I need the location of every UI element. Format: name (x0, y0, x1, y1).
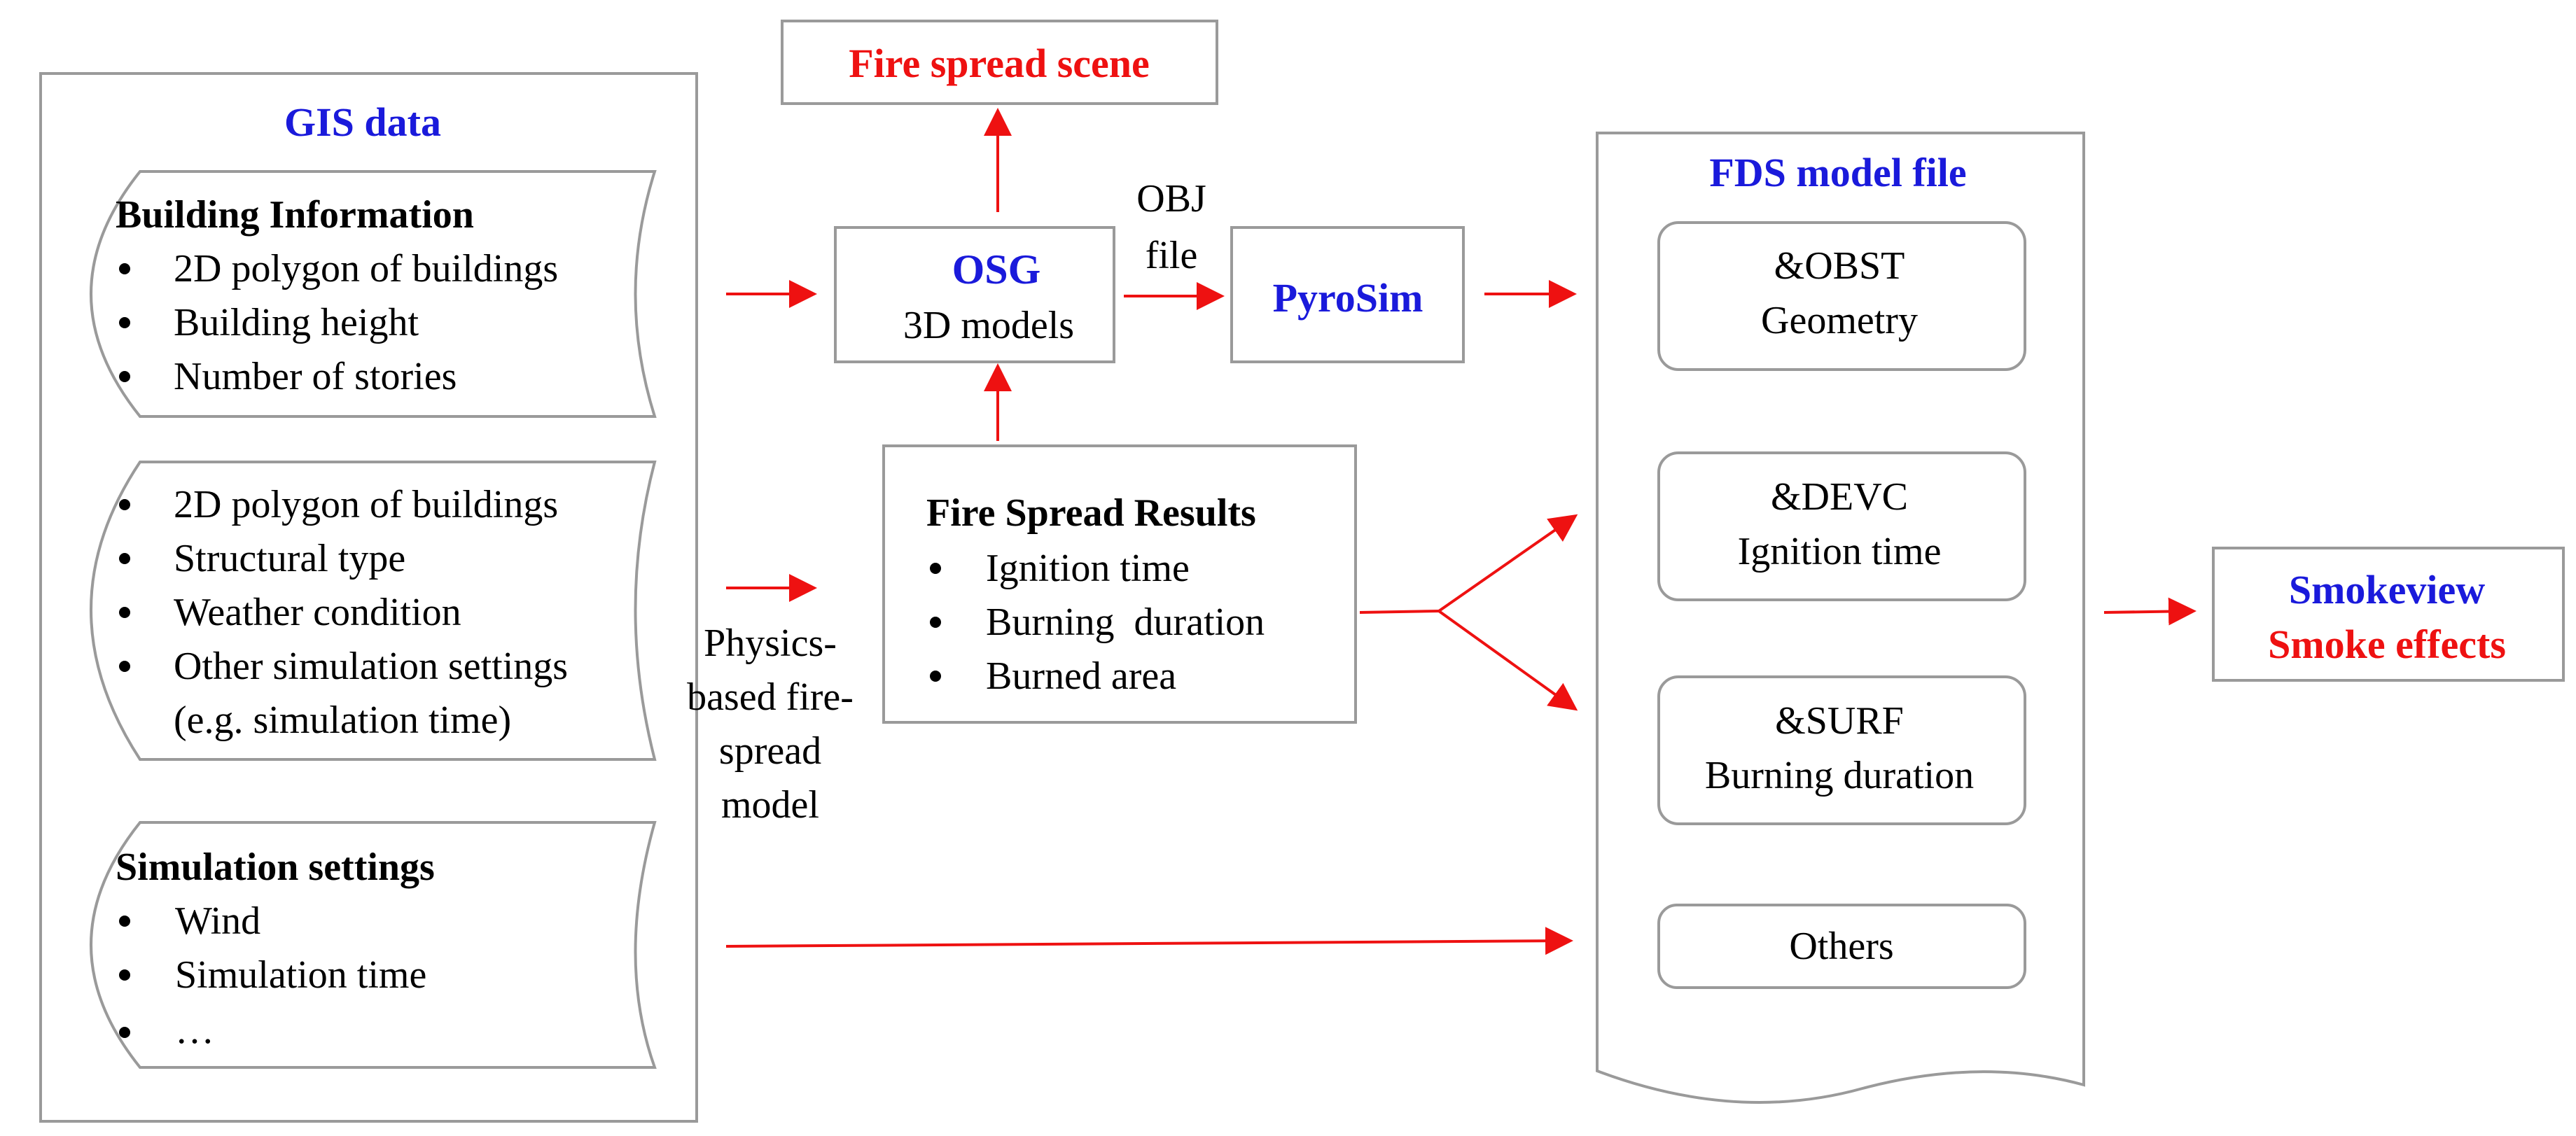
bullet (119, 317, 130, 328)
bullet (119, 916, 130, 927)
results-heading: Fire Spread Results (926, 491, 1256, 535)
weather-settings-shape (90, 461, 657, 761)
arrow-results-to-surf (1437, 610, 1578, 711)
building-info-list: 2D polygon of buildings Building height … (119, 247, 558, 398)
bullet (119, 661, 130, 672)
fds-surf-box: &SURF Burning duration (1657, 675, 2026, 825)
fds-surf-border (1657, 675, 2026, 825)
bullet (930, 563, 941, 574)
bullet (930, 671, 941, 682)
bullet (119, 607, 130, 618)
bullet (119, 553, 130, 564)
bullet (119, 1027, 130, 1038)
fire-spread-results-box: Fire Spread Results Ignition time Burnin… (882, 444, 1357, 724)
pyrosim-label: PyroSim (1273, 275, 1423, 321)
weather-settings-item: Weather condition (174, 591, 461, 634)
fds-obst-box: &OBST Geometry (1657, 221, 2026, 371)
results-border (882, 444, 1357, 724)
fds-obst-keyword: &OBST (1774, 244, 1905, 288)
fire-spread-scene-border (781, 20, 1218, 105)
building-info-item: Building height (174, 301, 419, 344)
fire-spread-scene-box: Fire spread scene (781, 20, 1218, 105)
physics-label-line: based fire- (687, 675, 854, 719)
arrow-settings-to-fds (725, 927, 1573, 955)
weather-settings-continuation: (e.g. simulation time) (174, 699, 511, 742)
results-item: Ignition time (986, 547, 1190, 590)
fds-devc-box: &DEVC Ignition time (1657, 451, 2026, 601)
physics-label-line: Physics- (704, 622, 837, 665)
simulation-settings-item: … (175, 1009, 214, 1052)
fds-others-border (1657, 904, 2026, 989)
results-item: Burned area (986, 654, 1176, 698)
fds-surf-keyword: &SURF (1775, 699, 1904, 743)
weather-settings-item: 2D polygon of buildings (174, 483, 558, 526)
smokeview-border (2212, 547, 2565, 682)
smokeview-box: Smokeview Smoke effects (2212, 547, 2565, 682)
osg-border (834, 226, 1115, 363)
simulation-settings-heading: Simulation settings (116, 846, 435, 889)
physics-model-label: Physics- based fire- spread model (687, 622, 854, 827)
fds-devc-description: Ignition time (1738, 530, 1942, 573)
bullet (119, 499, 130, 510)
results-item: Burning duration (986, 601, 1265, 644)
fire-spread-scene-label: Fire spread scene (849, 41, 1150, 86)
smokeview-subtitle: Smoke effects (2268, 622, 2506, 667)
arrow-results-fork-stem (1359, 610, 1440, 614)
weather-settings-item: Structural type (174, 537, 405, 580)
fds-others-label: Others (1789, 925, 1893, 968)
bullet (119, 969, 130, 981)
gis-panel-title: GIS data (284, 99, 441, 145)
simulation-settings-item: Simulation time (175, 953, 426, 997)
fds-obst-border (1657, 221, 2026, 371)
weather-settings-item: Other simulation settings (174, 645, 568, 688)
fds-model-file: FDS model file &OBST Geometry &DEVC Igni… (1596, 132, 2085, 1104)
simulation-settings-item: Wind (175, 899, 260, 943)
simulation-settings-list: Wind Simulation time … (119, 899, 426, 1052)
pyrosim-box: PyroSim (1230, 226, 1465, 363)
fds-devc-border (1657, 451, 2026, 601)
building-info-item: Number of stories (174, 355, 457, 398)
osg-title: OSG (952, 246, 1041, 293)
pyrosim-border (1230, 226, 1465, 363)
arrow-fds-to-smokeview (2103, 597, 2196, 626)
simulation-settings-shape (90, 821, 657, 1069)
fds-title: FDS model file (1709, 150, 1966, 195)
osg-subtitle: 3D models (903, 304, 1074, 347)
fds-others-box: Others (1657, 904, 2026, 989)
fds-surf-description: Burning duration (1705, 754, 1974, 797)
arrow-results-to-devc (1437, 514, 1578, 612)
building-info-heading: Building Information (116, 193, 474, 237)
osg-box: OSG 3D models (834, 226, 1115, 363)
weather-settings-list: 2D polygon of buildings Structural type … (119, 483, 568, 742)
fds-obst-description: Geometry (1761, 299, 1918, 342)
bullet (119, 263, 130, 274)
obj-label-line: OBJ (1136, 177, 1206, 220)
building-info-shape (90, 170, 657, 418)
physics-label-line: spread (719, 729, 821, 773)
gis-data-panel: GIS data Building Information 2D polygon… (39, 72, 698, 1123)
fds-document-shape (1596, 132, 2085, 1104)
fds-devc-keyword: &DEVC (1771, 475, 1908, 519)
physics-label-line: model (721, 783, 819, 827)
smokeview-title: Smokeview (2289, 567, 2485, 612)
bullet (930, 617, 941, 628)
building-info-item: 2D polygon of buildings (174, 247, 558, 290)
obj-label-line: file (1146, 234, 1198, 277)
bullet (119, 371, 130, 382)
